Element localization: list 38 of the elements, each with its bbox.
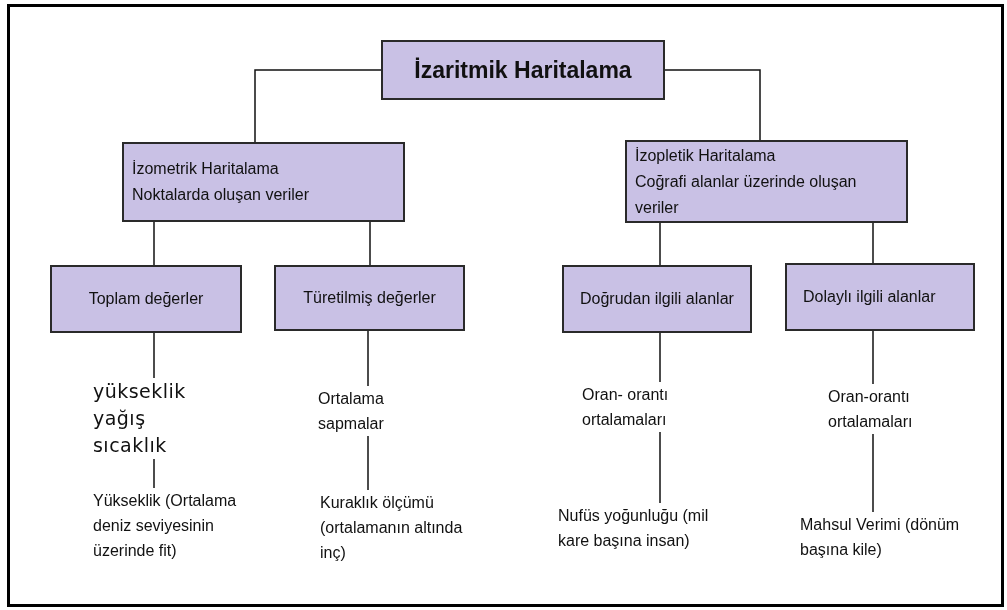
box-text: Dolaylı ilgili alanlar: [803, 287, 937, 307]
connector-line: [367, 435, 369, 491]
connector-line: [872, 330, 874, 385]
box-text: Toplam değerler: [88, 289, 204, 309]
category-box: [381, 40, 665, 100]
connector-line: [369, 221, 371, 266]
connector-line: [664, 69, 761, 141]
category-box: [274, 265, 465, 331]
box-text: Nufüs yoğunluğu (mil kare başına insan): [558, 507, 709, 549]
connector-line: [659, 222, 661, 266]
category-box: [625, 140, 908, 223]
category-box: [50, 265, 242, 333]
connector-line: [153, 221, 155, 266]
connector-line: [872, 433, 874, 513]
box-text: Türetilmiş değerler: [303, 288, 436, 308]
box-heading: İzopletik Haritalama: [635, 145, 777, 166]
category-box: [562, 265, 752, 333]
box-text: Yükseklik (Ortalama deniz seviyesinin üzerinde fit): [93, 492, 237, 559]
box-text: Oran- orantı ortalamaları: [582, 386, 669, 428]
box-text: Ortalama sapmalar: [318, 390, 384, 432]
box-text: Mahsul Verimi (dönüm başına kile): [800, 516, 960, 558]
category-box: [785, 263, 975, 331]
connector-line: [659, 431, 661, 504]
connector-line: [153, 458, 155, 489]
box-text: yükseklik yağış sıcaklık: [93, 380, 186, 456]
connector-line: [153, 332, 155, 379]
category-box: [122, 142, 405, 222]
box-text: Doğrudan ilgili alanlar: [580, 289, 734, 309]
box-text: İzaritmik Haritalama: [414, 55, 632, 85]
connector-line: [254, 69, 382, 143]
connector-line: [872, 222, 874, 264]
connector-line: [659, 332, 661, 383]
box-text: Noktalarda oluşan veriler: [132, 185, 310, 205]
connector-line: [367, 330, 369, 387]
box-heading: İzometrik Haritalama: [132, 159, 280, 179]
box-text: Coğrafi alanlar üzerinde oluşan veriler: [635, 171, 858, 218]
box-text: Kuraklık ölçümü (ortalamanın altında inç): [320, 494, 463, 561]
box-text: Oran-orantı ortalamaları: [828, 388, 913, 430]
